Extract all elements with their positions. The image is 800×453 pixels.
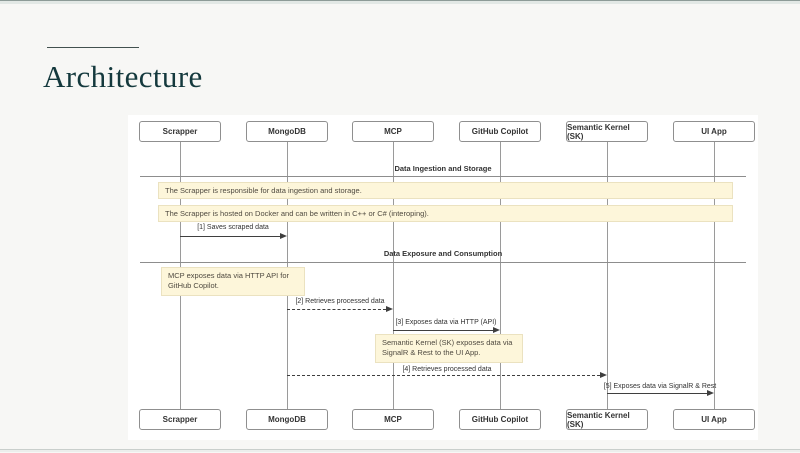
slide-bottom-border-highlight <box>0 450 800 452</box>
note-scrapper-hosting: The Scrapper is hosted on Docker and can… <box>158 205 733 222</box>
lifeline-ui-app <box>714 142 715 410</box>
note-semantic-kernel-signalr: Semantic Kernel (SK) exposes data via Si… <box>375 334 523 363</box>
lifeline-github-copilot <box>500 142 501 410</box>
message-3-label: [3] Exposes data via HTTP (API) <box>395 319 497 326</box>
participant-bottom-github-copilot: GitHub Copilot <box>459 409 541 430</box>
participant-top-semantic-kernel: Semantic Kernel (SK) <box>566 121 648 142</box>
message-3-arrowhead-icon <box>493 327 500 333</box>
participant-top-mcp: MCP <box>352 121 434 142</box>
participant-bottom-scrapper: Scrapper <box>139 409 221 430</box>
title-accent-rule <box>47 47 139 48</box>
lifeline-semantic-kernel <box>607 142 608 410</box>
slide-top-border <box>0 0 800 1</box>
participant-bottom-mcp: MCP <box>352 409 434 430</box>
participant-top-ui-app: UI App <box>673 121 755 142</box>
divider-data-exposure-line <box>140 262 746 263</box>
participant-top-github-copilot: GitHub Copilot <box>459 121 541 142</box>
sequence-diagram: Scrapper MongoDB MCP GitHub Copilot Sema… <box>128 115 758 440</box>
slide-top-border-highlight <box>0 1 800 4</box>
message-2-label: [2] Retrieves processed data <box>295 298 385 305</box>
message-2-arrowhead-icon <box>386 306 393 312</box>
participant-top-scrapper: Scrapper <box>139 121 221 142</box>
lifeline-mcp <box>393 142 394 410</box>
note-scrapper-responsibility: The Scrapper is responsible for data ing… <box>158 182 733 199</box>
message-1-line <box>180 236 280 237</box>
message-1-label: [1] Saves scraped data <box>197 224 269 231</box>
message-4-line <box>287 375 600 376</box>
note-mcp-http-api: MCP exposes data via HTTP API for GitHub… <box>161 267 305 296</box>
message-4-arrowhead-icon <box>600 372 607 378</box>
message-2-line <box>287 309 386 310</box>
slide-title: Architecture <box>43 59 203 94</box>
divider-data-ingestion-label: Data Ingestion and Storage <box>394 164 492 173</box>
participant-top-mongodb: MongoDB <box>246 121 328 142</box>
message-5-arrowhead-icon <box>707 390 714 396</box>
message-1-arrowhead-icon <box>280 233 287 239</box>
divider-data-ingestion-line <box>140 176 746 177</box>
participant-bottom-semantic-kernel: Semantic Kernel (SK) <box>566 409 648 430</box>
message-5-line <box>607 393 707 394</box>
message-3-line <box>393 330 493 331</box>
participant-bottom-mongodb: MongoDB <box>246 409 328 430</box>
divider-data-exposure-label: Data Exposure and Consumption <box>383 249 503 258</box>
participant-bottom-ui-app: UI App <box>673 409 755 430</box>
message-5-label: [5] Exposes data via SignalR & Rest <box>603 383 717 390</box>
message-4-label: [4] Retrieves processed data <box>402 366 492 373</box>
slide-bottom-border <box>0 449 800 450</box>
